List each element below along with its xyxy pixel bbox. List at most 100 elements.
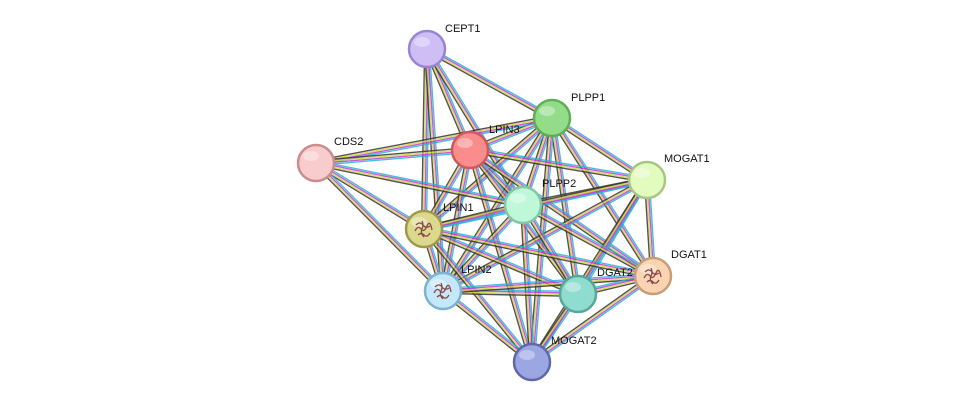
edge-strand	[425, 49, 553, 120]
edge-strand	[550, 117, 654, 278]
edge-lpin3-mogat1	[468, 146, 649, 184]
node-mogat1[interactable]: MOGAT1	[627, 153, 710, 200]
node-circle[interactable]	[503, 185, 543, 225]
edge-cds2-lpin2	[313, 160, 446, 294]
edge-plpp1-dgat1	[549, 116, 656, 278]
edge-strand	[440, 202, 522, 291]
edge-cept1-plpp1	[425, 46, 554, 121]
edge-strand	[425, 48, 443, 292]
edge-strand	[466, 149, 531, 364]
edge-strand	[442, 277, 654, 295]
node-circle[interactable]	[558, 274, 598, 314]
edge-strand	[315, 161, 524, 205]
edge-strand	[421, 229, 531, 365]
edge-plpp2-dgat1	[521, 202, 655, 279]
edge-dgat1-mogat2	[529, 273, 656, 365]
edge-strand	[530, 274, 654, 363]
edge-strand	[468, 151, 648, 184]
node-circle[interactable]	[423, 271, 463, 311]
edge-lpin1-dgat1	[422, 225, 655, 280]
node-cds2[interactable]: CDS2	[296, 136, 363, 183]
edge-strand	[442, 274, 654, 291]
edge-strand	[529, 178, 646, 362]
node-plpp1[interactable]: PLPP1	[532, 92, 605, 138]
edge-strand	[469, 148, 655, 277]
node-label: LPIN1	[443, 202, 474, 214]
edge-strand	[315, 151, 471, 167]
edge-strand	[427, 46, 554, 117]
edge-strand	[423, 229, 654, 278]
node-circle[interactable]	[512, 342, 552, 382]
edge-strand	[315, 159, 525, 204]
node-highlight	[430, 279, 446, 289]
edge-strand	[317, 160, 446, 291]
edge-strand	[315, 146, 471, 162]
edge-strand	[314, 114, 553, 162]
node-lpin2[interactable]: LPIN2	[423, 264, 492, 311]
edge-strand	[422, 48, 427, 230]
node-label: PLPP2	[542, 178, 576, 190]
edge-strand	[553, 116, 582, 295]
edge-strand	[440, 116, 551, 291]
node-circle[interactable]	[404, 209, 444, 249]
node-highlight	[565, 282, 581, 292]
node-label: MOGAT2	[551, 335, 597, 347]
node-circle[interactable]	[532, 98, 572, 138]
protein-structure-icon	[643, 267, 662, 285]
node-plpp2[interactable]: PLPP2	[503, 178, 576, 225]
protein-structure-icon	[414, 220, 433, 238]
node-label: LPIN3	[489, 124, 520, 136]
edge-strand	[315, 148, 471, 163]
edge-strand	[548, 117, 577, 296]
node-lpin3[interactable]: LPIN3	[450, 124, 520, 170]
edge-strand	[314, 162, 444, 293]
edge-strand	[469, 146, 649, 179]
node-circle[interactable]	[627, 160, 667, 200]
edge-strand	[441, 116, 553, 292]
edge-strand	[522, 203, 655, 276]
node-highlight	[539, 106, 555, 116]
node-highlight	[510, 193, 526, 203]
edge-strand	[549, 118, 652, 278]
node-mogat2[interactable]: MOGAT2	[512, 335, 597, 382]
edge-strand	[442, 276, 654, 293]
edge-plpp2-lpin2	[440, 202, 526, 294]
node-label: PLPP1	[571, 92, 605, 104]
edge-plpp1-lpin2	[440, 116, 555, 293]
node-dgat1[interactable]: DGAT1	[633, 249, 707, 296]
edge-strand	[469, 148, 648, 180]
edge-strand	[315, 161, 445, 292]
node-highlight	[519, 350, 535, 360]
edge-strand	[552, 117, 580, 295]
node-layer: CEPT1PLPP1LPIN3CDS2MOGAT1PLPP2LPIN1DGAT1…	[296, 23, 710, 382]
edge-cds2-plpp2	[314, 159, 525, 209]
edge-strand	[423, 227, 534, 363]
edge-strand	[442, 272, 654, 290]
node-label: CDS2	[334, 136, 363, 148]
node-label: DGAT1	[671, 249, 707, 261]
edge-strand	[420, 48, 426, 230]
edge-strand	[424, 49, 522, 207]
edge-lpin3-cds2	[315, 146, 471, 167]
edge-strand	[523, 202, 655, 275]
edge-strand	[315, 150, 471, 165]
edge-strand	[470, 147, 656, 275]
edge-strand	[425, 50, 552, 121]
node-cept1[interactable]: CEPT1	[407, 23, 480, 69]
edge-strand	[444, 205, 526, 294]
edge-strand	[315, 161, 426, 230]
node-dgat2[interactable]: DGAT2	[558, 267, 633, 314]
node-circle[interactable]	[450, 130, 490, 170]
node-lpin1[interactable]: LPIN1	[404, 202, 474, 249]
node-circle[interactable]	[296, 143, 336, 183]
node-highlight	[414, 37, 430, 47]
node-circle[interactable]	[407, 29, 447, 69]
edge-strand	[531, 275, 655, 364]
edge-strand	[550, 117, 578, 295]
node-highlight	[457, 138, 473, 148]
edge-strand	[316, 160, 426, 228]
node-circle[interactable]	[633, 256, 673, 296]
edge-strand	[442, 292, 579, 298]
node-highlight	[640, 264, 656, 274]
